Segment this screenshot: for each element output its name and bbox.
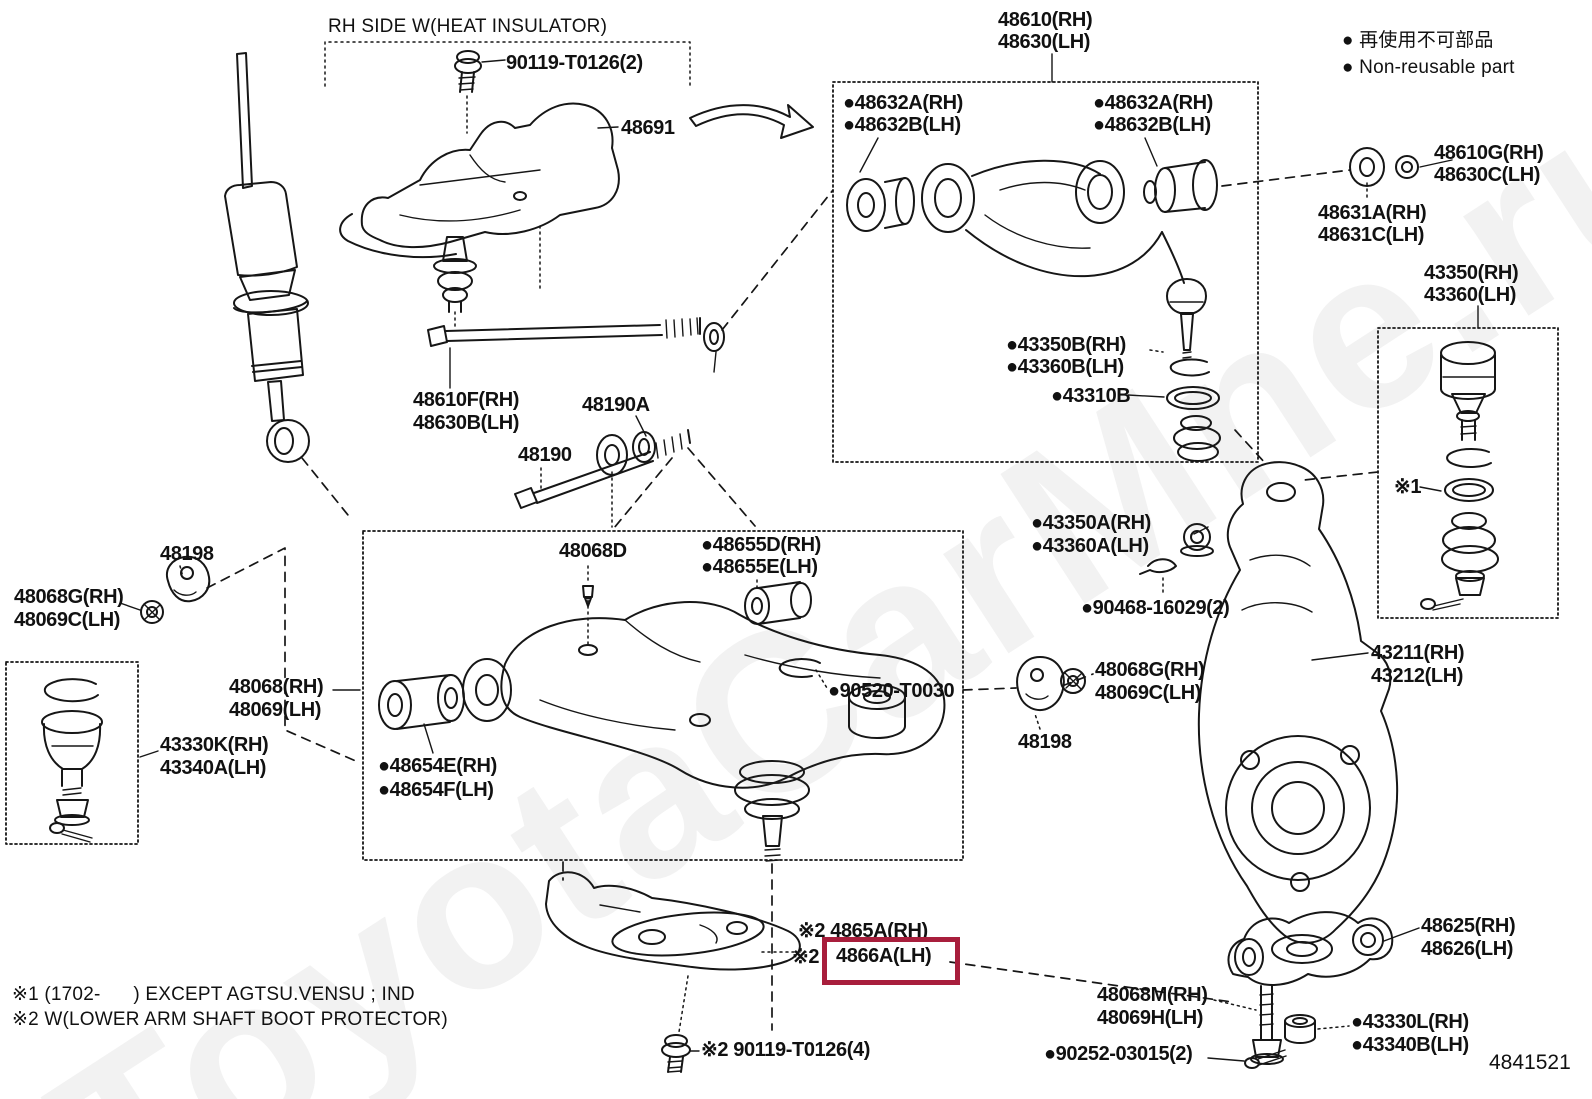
boot-protector-drawing	[545, 871, 801, 971]
part-label-48630: 48630(LH)	[998, 31, 1090, 53]
part-label-48691: 48691	[621, 117, 675, 139]
part-label-48069c-right: 48069C(LH)	[1095, 682, 1202, 704]
part-label-43330k: 43330K(RH)	[160, 734, 269, 756]
part-label-48068m: 48068M(RH)	[1097, 984, 1208, 1006]
part-label-48632a-left: ●48632A(RH)	[843, 92, 963, 114]
part-label-48630c: 48630C(LH)	[1434, 164, 1541, 186]
nut-43350a-drawing	[1180, 523, 1214, 557]
part-label-43360a: ●43360A(LH)	[1031, 535, 1149, 557]
bolt-90119-4-icon	[661, 1034, 691, 1073]
part-label-48610: 48610(RH)	[998, 9, 1093, 31]
lower-control-arm-drawing	[378, 581, 946, 862]
upper-control-arm-drawing	[846, 159, 1221, 462]
cam-plate-48198-left	[166, 555, 211, 603]
part-label-43340a: 43340A(LH)	[160, 757, 267, 779]
ref-mark-1-label: ※1	[1394, 476, 1422, 498]
part-label-43211: 43211(RH)	[1371, 642, 1465, 664]
part-label-90520-t0030: ●90520-T0030	[828, 680, 955, 702]
direction-arrow-icon	[689, 104, 814, 139]
left-ball-joint-drawing	[41, 678, 103, 843]
part-label-48068: 48068(RH)	[229, 676, 324, 698]
part-label-48069h: 48069H(LH)	[1097, 1007, 1204, 1029]
part-label-4866a-highlighted: 4866A(LH)	[836, 945, 932, 967]
part-label-48655e: ●48655E(LH)	[701, 556, 818, 578]
part-label-4865a: ※2 4865A(RH)	[798, 920, 928, 942]
part-label-48069c-left: 48069C(LH)	[14, 609, 121, 631]
diagram-id: 4841521	[1489, 1051, 1571, 1074]
part-label-48655d: ●48655D(RH)	[701, 534, 821, 556]
part-label-43330l: ●43330L(RH)	[1351, 1011, 1469, 1033]
part-label-48069: 48069(LH)	[229, 699, 321, 721]
footnote-1: ※1 (1702- ) EXCEPT AGTSU.VENSU ; IND	[12, 984, 415, 1005]
clip-90468-drawing	[1139, 558, 1177, 575]
part-label-90119-t0126-4: ※2 90119-T0126(4)	[701, 1039, 870, 1061]
part-label-48654e: ●48654E(RH)	[378, 755, 497, 777]
part-label-43360: 43360(LH)	[1424, 284, 1516, 306]
part-label-48654f: ●48654F(LH)	[378, 779, 494, 801]
part-label-90468-16029: ●90468-16029(2)	[1081, 597, 1230, 619]
part-label-48632b-right: ●48632B(LH)	[1093, 114, 1211, 136]
legend-non-reusable-jp: ● 再使用不可部品	[1342, 30, 1494, 51]
shock-absorber-drawing	[224, 52, 310, 463]
part-label-48626: 48626(LH)	[1421, 938, 1513, 960]
part-label-43212: 43212(LH)	[1371, 665, 1463, 687]
footnote-2: ※2 W(LOWER ARM SHAFT BOOT PROTECTOR)	[12, 1009, 448, 1030]
part-label-48610f: 48610F(RH)	[413, 389, 520, 411]
part-label-43350b: ●43350B(RH)	[1006, 334, 1126, 356]
legend-non-reusable-en: ● Non-reusable part	[1342, 57, 1515, 78]
part-label-48631a: 48631A(RH)	[1318, 202, 1427, 224]
part-label-48068g-left: 48068G(RH)	[14, 586, 124, 608]
part-label-48630b: 48630B(LH)	[413, 412, 520, 434]
part-label-43360b: ●43360B(LH)	[1006, 356, 1124, 378]
assembly-boxes	[5, 41, 1559, 861]
part-label-48190: 48190	[518, 444, 572, 466]
washer-nut-48610g-drawing	[1349, 147, 1419, 187]
part-label-43340b: ●43340B(LH)	[1351, 1034, 1469, 1056]
steering-knuckle-drawing	[1197, 461, 1399, 944]
leader-lines	[119, 53, 1479, 1062]
part-label-48068d: 48068D	[559, 540, 627, 562]
header-note: RH SIDE W(HEAT INSULATOR)	[328, 16, 608, 37]
part-label-48625: 48625(RH)	[1421, 915, 1516, 937]
part-label-48632b-left: ●48632B(LH)	[843, 114, 961, 136]
part-label-48631c: 48631C(LH)	[1318, 224, 1425, 246]
part-label-90119-t0126-2: 90119-T0126(2)	[506, 52, 643, 74]
part-label-48068g-right: 48068G(RH)	[1095, 659, 1205, 681]
nut-43330l-drawing	[1284, 1014, 1316, 1044]
bracket-48625-drawing	[1227, 911, 1394, 986]
bolt-48610f-drawing	[427, 317, 725, 352]
part-label-43350a: ●43350A(RH)	[1031, 512, 1151, 534]
highlight-box-4866a: 4866A(LH)	[822, 937, 960, 985]
right-ball-joint-drawing	[1420, 341, 1499, 611]
part-label-48190a: 48190A	[582, 394, 650, 416]
bolt-90119-2-icon	[454, 50, 482, 93]
part-label-48198-left: 48198	[160, 543, 214, 565]
part-label-48198-right: 48198	[1018, 731, 1072, 753]
bolt-48190-drawing	[514, 429, 691, 509]
bolt-48068g-right	[1060, 668, 1086, 694]
cotter-pin-90252-drawing	[1244, 1049, 1287, 1069]
part-label-43310b: ●43310B	[1051, 385, 1131, 407]
part-label-4866a-prefix: ※2	[792, 946, 820, 968]
washer-48068g-left	[140, 600, 164, 624]
heat-insulator-drawing	[339, 102, 620, 313]
part-label-43350: 43350(RH)	[1424, 262, 1519, 284]
part-label-48610g: 48610G(RH)	[1434, 142, 1544, 164]
part-label-48632a-right: ●48632A(RH)	[1093, 92, 1213, 114]
part-label-90252-03015: ●90252-03015(2)	[1044, 1043, 1193, 1065]
